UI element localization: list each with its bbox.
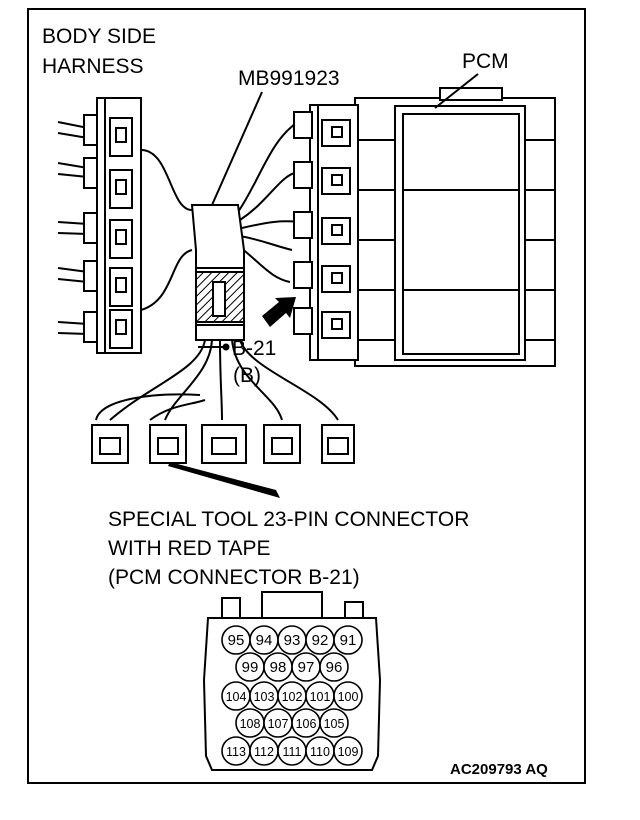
pin-label: 113 [226, 745, 246, 759]
pin-circles: 95 94 93 92 91 99 98 97 96 104 103 102 101 100 108 107 1… [221, 625, 363, 766]
figure-frame [27, 8, 586, 784]
pin-label: 107 [268, 717, 289, 731]
pin-label: 112 [254, 745, 274, 759]
special-tool-label-line2: WITH RED TAPE [108, 537, 271, 560]
pin-label: 91 [340, 632, 357, 649]
pcm-unit [293, 73, 556, 367]
pin-label: 108 [240, 717, 261, 731]
mb991923-harness [95, 91, 339, 421]
pin-label: 96 [326, 659, 343, 676]
pin-label: 93 [284, 632, 301, 649]
pin-label: 109 [338, 745, 359, 759]
special-tool-label-line3: (PCM CONNECTOR B-21) [108, 566, 360, 589]
figure-code: AC209793 AQ [450, 761, 548, 778]
pin-label: 94 [256, 632, 273, 649]
b21-label: B-21 [232, 337, 276, 360]
connection-arrow [262, 297, 296, 327]
special-tool-pointer [168, 462, 280, 498]
tool-id-label: MB991923 [238, 67, 340, 90]
pin-label: 99 [242, 659, 259, 676]
pin-label: 105 [324, 717, 345, 731]
pin-circle [333, 681, 363, 711]
pin-label: 101 [310, 690, 331, 704]
tool-connectors [91, 424, 355, 464]
pin-label: 103 [254, 690, 275, 704]
pin-label: 100 [338, 690, 359, 704]
body-side-label-line2: HARNESS [42, 55, 144, 78]
pin-label: 98 [270, 659, 287, 676]
pcm-label: PCM [462, 50, 509, 73]
pin-circle [319, 708, 349, 738]
body-side-harness [57, 97, 142, 354]
pin-label: 110 [310, 745, 330, 759]
pin-label: 106 [296, 717, 317, 731]
pin-label: 95 [228, 632, 245, 649]
pin-label: 104 [226, 690, 247, 704]
b-paren-label: (B) [233, 364, 261, 387]
special-tool-label-line1: SPECIAL TOOL 23-PIN CONNECTOR [108, 508, 469, 531]
pin-label: 97 [298, 659, 315, 676]
body-side-label-line1: BODY SIDE [42, 25, 156, 48]
pin-circle [319, 652, 349, 682]
pin-circle [333, 736, 363, 766]
pin-label: 102 [282, 690, 303, 704]
pin-label: 92 [312, 632, 329, 649]
pin-circle [333, 625, 363, 655]
pin-label: 111 [282, 745, 301, 759]
